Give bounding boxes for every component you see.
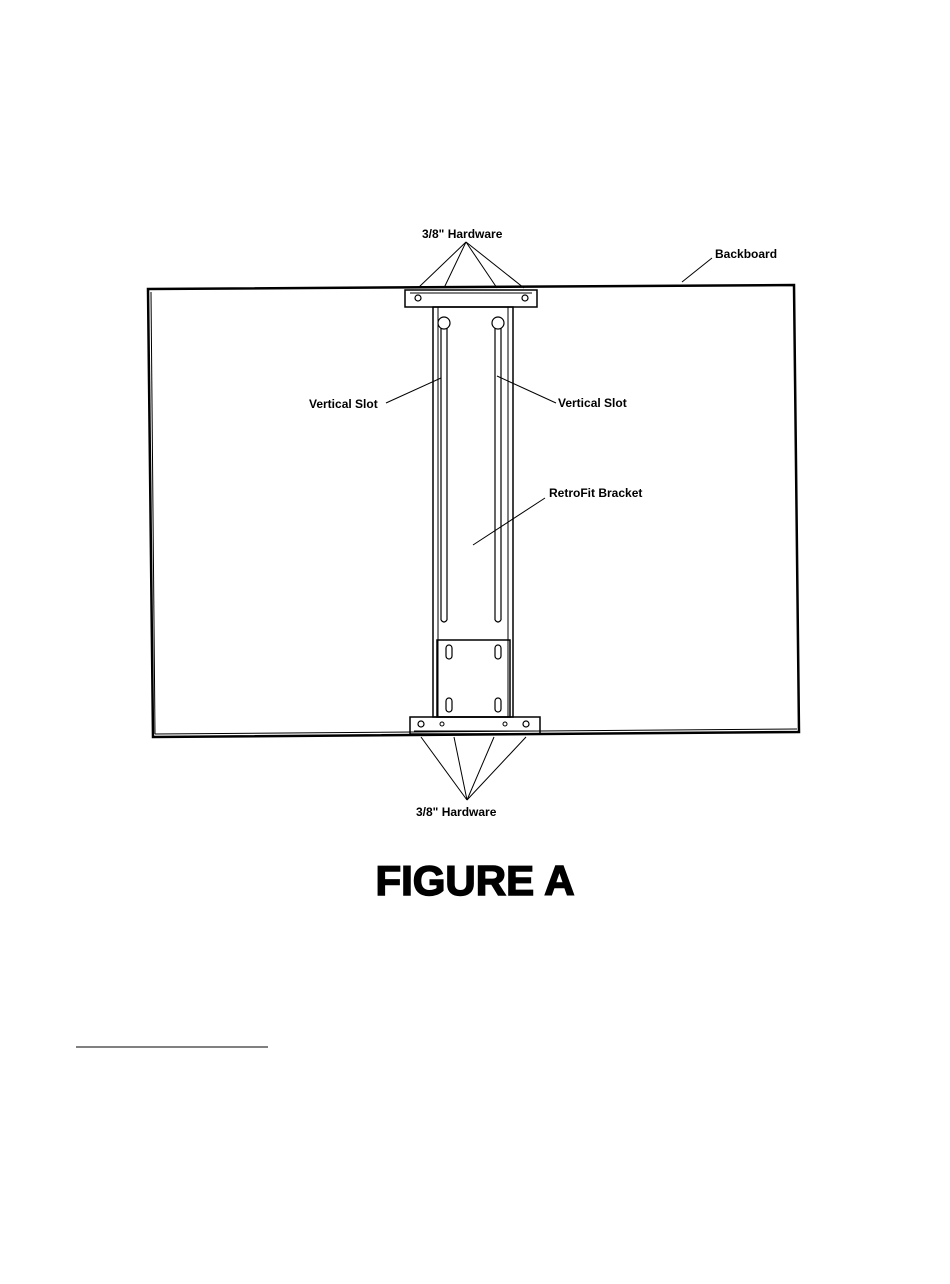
lower-mounting-plate — [437, 640, 510, 717]
bottom-right-bolt-hole — [523, 721, 529, 727]
label-retrofit-bracket: RetroFit Bracket — [549, 486, 642, 500]
retrofit-bracket — [405, 290, 540, 734]
label-backboard: Backboard — [715, 247, 777, 261]
right-vertical-slot — [492, 317, 504, 622]
bottom-left-bolt-hole — [418, 721, 424, 727]
top-left-bolt-hole — [415, 295, 421, 301]
backboard — [148, 285, 799, 737]
label-hardware-bottom: 3/8" Hardware — [416, 805, 497, 819]
left-vertical-slot — [438, 317, 450, 622]
label-vertical-slot-right: Vertical Slot — [558, 396, 627, 410]
figure-title: FIGURE A — [375, 857, 574, 904]
label-hardware-top: 3/8" Hardware — [422, 227, 503, 241]
label-vertical-slot-left: Vertical Slot — [309, 397, 378, 411]
top-right-bolt-hole — [522, 295, 528, 301]
